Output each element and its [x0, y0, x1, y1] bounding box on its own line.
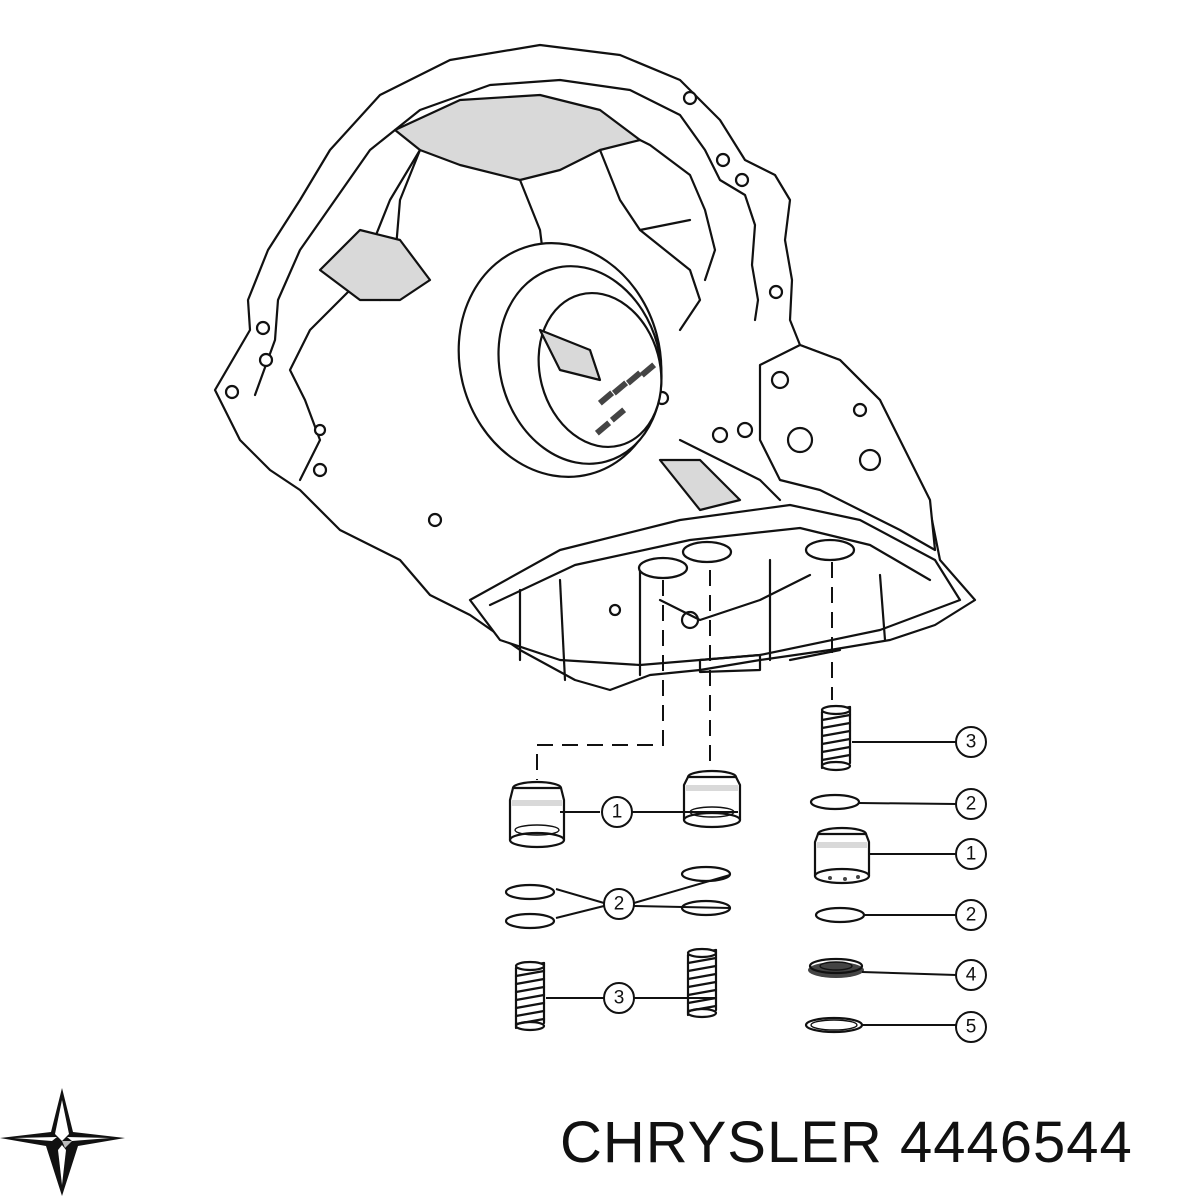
transmission-housing [213, 43, 977, 692]
callout-1-left: 1 [601, 796, 633, 828]
callout-label: 1 [966, 844, 977, 865]
part-left-spring [514, 960, 546, 1032]
callout-label: 3 [966, 732, 977, 753]
part-right-snap-ring [804, 1016, 864, 1034]
leader-lines [546, 741, 957, 1026]
callout-label: 2 [614, 894, 625, 915]
part-right-spring [820, 704, 852, 772]
part-middle-spring [686, 947, 718, 1019]
callout-3-top-right: 3 [955, 726, 987, 758]
part-number: 4446544 [899, 1110, 1133, 1175]
part-middle-seal-upper [680, 865, 732, 883]
callout-label: 3 [614, 988, 625, 1009]
part-right-seal-top [809, 793, 861, 811]
brand-name: CHRYSLER [560, 1110, 883, 1175]
callout-label: 2 [966, 905, 977, 926]
callout-4-right: 4 [955, 959, 987, 991]
part-left-accumulator-piston [508, 780, 566, 849]
callout-2-top-right: 2 [955, 788, 987, 820]
assembly-lines [536, 562, 833, 780]
callout-1-right: 1 [955, 838, 987, 870]
callout-label: 1 [612, 802, 623, 823]
part-right-seal-mid [814, 906, 866, 924]
callout-5-right: 5 [955, 1011, 987, 1043]
brand-caption: CHRYSLER 4446544 [560, 1108, 1190, 1178]
part-left-seal-lower [504, 912, 556, 930]
part-left-seal-upper [504, 883, 556, 901]
part-right-accumulator-piston [813, 826, 871, 885]
callout-label: 2 [966, 794, 977, 815]
converter-slots [594, 362, 657, 436]
callout-label: 4 [966, 965, 977, 986]
callout-3-left: 3 [603, 982, 635, 1014]
torque-converter [457, 242, 663, 478]
callout-2-mid-right: 2 [955, 899, 987, 931]
case-right-side [658, 343, 937, 552]
pentastar-icon [0, 1088, 125, 1196]
part-middle-accumulator-piston [682, 769, 742, 829]
callout-2-left: 2 [603, 888, 635, 920]
valve-body [468, 503, 962, 682]
part-right-plug [808, 957, 864, 978]
callout-label: 5 [966, 1017, 977, 1038]
